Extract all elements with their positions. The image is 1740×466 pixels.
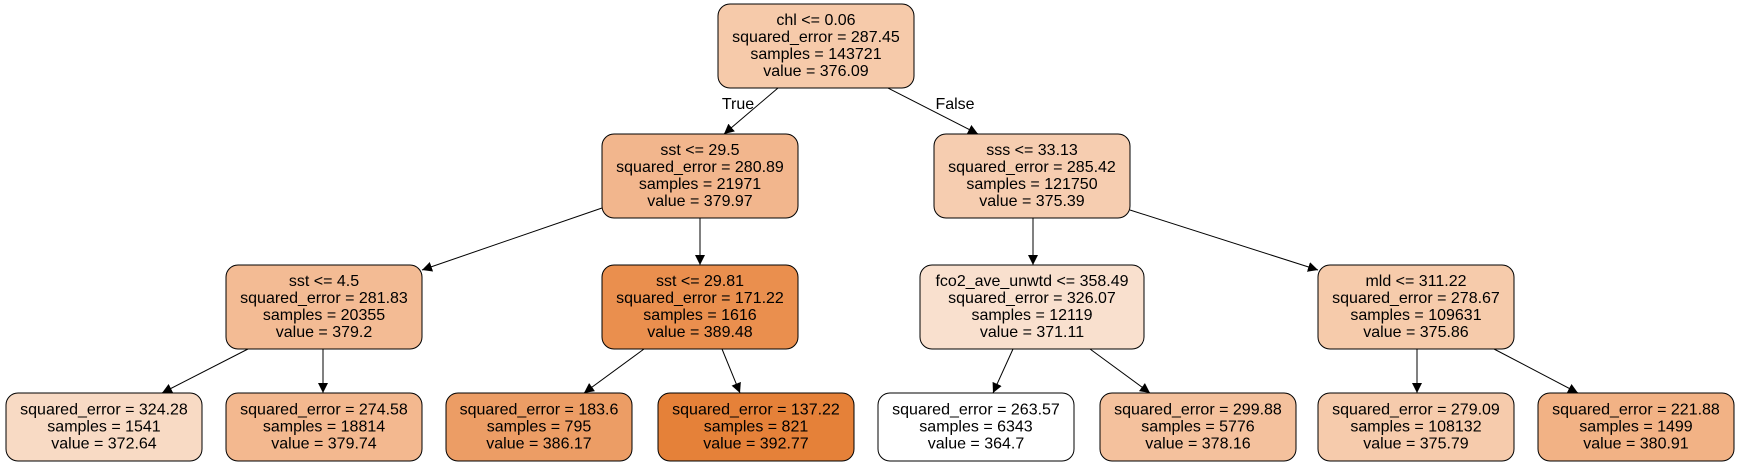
node-squared-error: squared_error = 324.28 xyxy=(20,402,188,419)
node-box xyxy=(601,264,799,350)
node-box xyxy=(919,264,1145,350)
node-box xyxy=(601,133,799,219)
node-box xyxy=(1317,264,1515,350)
node-squared-error: squared_error = 299.88 xyxy=(1114,402,1282,419)
node-samples: samples = 121750 xyxy=(966,176,1097,193)
node-value: value = 386.17 xyxy=(486,436,592,453)
edge-n1-n3 xyxy=(421,207,603,272)
node-squared-error: squared_error = 263.57 xyxy=(892,402,1060,419)
node-samples: samples = 6343 xyxy=(919,419,1033,436)
node-value: value = 379.97 xyxy=(647,193,753,210)
node-value: value = 371.11 xyxy=(980,324,1084,341)
node-box xyxy=(657,392,855,462)
node-samples: samples = 1499 xyxy=(1579,419,1693,436)
node-squared-error: squared_error = 279.09 xyxy=(1332,402,1500,419)
node-condition: chl <= 0.06 xyxy=(776,12,855,29)
node-value: value = 392.77 xyxy=(703,436,809,453)
node-value: value = 372.64 xyxy=(51,436,157,453)
edge-n2-n6 xyxy=(1129,209,1319,272)
node-condition: sss <= 33.13 xyxy=(986,142,1078,159)
node-condition: sst <= 29.5 xyxy=(660,142,739,159)
node-box xyxy=(1099,392,1297,462)
node-samples: samples = 18814 xyxy=(263,419,385,436)
node-condition: sst <= 4.5 xyxy=(289,273,359,290)
node-samples: samples = 821 xyxy=(704,419,809,436)
node-value: value = 379.74 xyxy=(271,436,377,453)
node-value: value = 378.16 xyxy=(1145,436,1251,453)
node-box xyxy=(1317,392,1515,462)
node-squared-error: squared_error = 183.6 xyxy=(460,402,619,419)
edge-label-true: True xyxy=(722,96,754,113)
node-value: value = 376.09 xyxy=(763,63,869,80)
node-box xyxy=(445,392,633,462)
node-value: value = 379.2 xyxy=(276,324,373,341)
node-condition: sst <= 29.81 xyxy=(656,273,744,290)
node-samples: samples = 1541 xyxy=(47,419,161,436)
node-value: value = 364.7 xyxy=(928,436,1025,453)
node-box xyxy=(933,133,1131,219)
edge-label-false: False xyxy=(935,96,974,113)
node-squared-error: squared_error = 287.45 xyxy=(732,29,900,46)
node-value: value = 375.79 xyxy=(1363,436,1469,453)
node-box xyxy=(5,392,203,462)
node-samples: samples = 12119 xyxy=(971,307,1092,324)
node-squared-error: squared_error = 326.07 xyxy=(948,290,1116,307)
node-samples: samples = 21971 xyxy=(639,176,761,193)
node-samples: samples = 109631 xyxy=(1350,307,1481,324)
edges-layer: True False xyxy=(161,87,1579,394)
node-box xyxy=(225,264,423,350)
node-squared-error: squared_error = 274.58 xyxy=(240,402,408,419)
node-box xyxy=(717,3,915,89)
edge-n0-n2 xyxy=(887,87,979,135)
node-squared-error: squared_error = 285.42 xyxy=(948,159,1116,176)
node-box xyxy=(1537,392,1735,462)
edge-n6-n14 xyxy=(1493,348,1579,394)
node-samples: samples = 5776 xyxy=(1141,419,1255,436)
node-value: value = 375.86 xyxy=(1363,324,1469,341)
node-value: value = 375.39 xyxy=(979,193,1085,210)
node-box xyxy=(225,392,423,462)
edge-n3-n7 xyxy=(161,348,249,394)
node-samples: samples = 108132 xyxy=(1350,419,1481,436)
node-samples: samples = 20355 xyxy=(263,307,385,324)
node-squared-error: squared_error = 221.88 xyxy=(1552,402,1720,419)
edge-n5-n12 xyxy=(1089,348,1151,394)
node-value: value = 380.91 xyxy=(1583,436,1689,453)
edge-n4-n9 xyxy=(583,348,645,394)
node-squared-error: squared_error = 281.83 xyxy=(240,290,408,307)
edge-n5-n11 xyxy=(992,348,1014,394)
node-squared-error: squared_error = 137.22 xyxy=(672,402,840,419)
node-condition: fco2_ave_unwtd <= 358.49 xyxy=(935,273,1128,290)
node-squared-error: squared_error = 280.89 xyxy=(616,159,784,176)
edge-n0-n1 xyxy=(723,87,779,135)
node-samples: samples = 143721 xyxy=(750,46,881,63)
node-squared-error: squared_error = 171.22 xyxy=(616,290,784,307)
node-value: value = 389.48 xyxy=(647,324,753,341)
node-samples: samples = 1616 xyxy=(643,307,757,324)
node-samples: samples = 795 xyxy=(487,419,592,436)
node-condition: mld <= 311.22 xyxy=(1365,273,1466,290)
node-squared-error: squared_error = 278.67 xyxy=(1332,290,1500,307)
edge-n4-n10 xyxy=(721,348,741,394)
node-box xyxy=(877,392,1075,462)
